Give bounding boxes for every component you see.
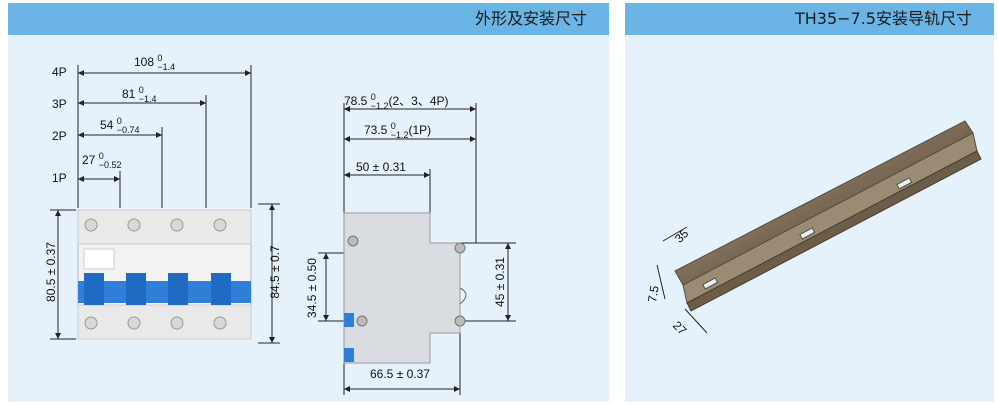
side-depth-multi: 78.5 0−1.2(2、3、4P) xyxy=(344,91,449,111)
side-height-left: 34.5 ± 0.50 xyxy=(305,258,319,318)
width-3p: 81 0−1.4 xyxy=(122,85,157,104)
side-bottom-width: 66.5 ± 0.37 xyxy=(370,367,430,381)
side-depth-single: 73.5 0−1.2(1P) xyxy=(364,121,432,140)
dimension-drawing xyxy=(50,65,516,395)
panel-title: 外形及安装尺寸 xyxy=(8,3,609,35)
rail-panel-title: TH35−7.5安装导轨尺寸 xyxy=(625,3,994,35)
width-2p: 54 0−0.74 xyxy=(100,116,140,135)
pole-label-2p: 2P xyxy=(52,129,67,143)
pole-label-4p: 4P xyxy=(52,65,67,79)
pole-label-1p: 1P xyxy=(52,171,67,185)
dimensions-panel: 外形及安装尺寸 xyxy=(8,3,609,402)
breaker-side-view xyxy=(343,212,467,364)
side-height-right: 45 ± 0.31 xyxy=(493,257,507,307)
front-height-right: 84.5 ± 0.7 xyxy=(268,245,282,299)
pole-label-3p: 3P xyxy=(52,97,67,111)
width-1p: 27 0−0.52 xyxy=(82,151,122,170)
breaker-front-view xyxy=(77,209,252,340)
front-height-left: 80.5 ± 0.37 xyxy=(44,242,58,302)
rail-panel: TH35−7.5安装导轨尺寸 35 7.5 27 xyxy=(625,3,994,402)
rail-height-label: 7.5 xyxy=(645,284,662,304)
width-4p: 108 0−1.4 xyxy=(134,53,176,72)
din-rail-illustration xyxy=(656,120,982,334)
side-depth-front: 50 ± 0.31 xyxy=(356,160,406,174)
